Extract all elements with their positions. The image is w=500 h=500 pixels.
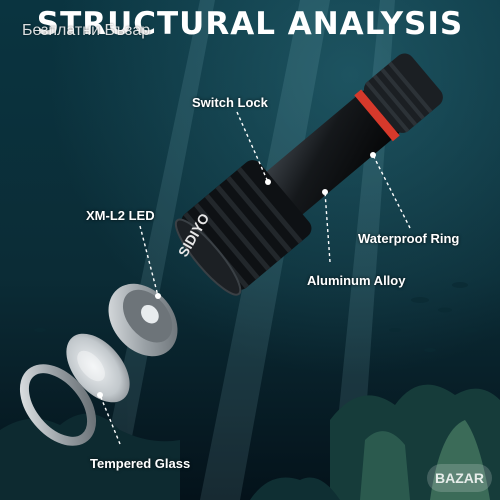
reflector-cup: [108, 283, 178, 357]
callout-xm-l2-led: [139, 225, 159, 297]
fish-school: [34, 282, 477, 352]
page-title: STRUCTURAL ANALYSIS: [36, 6, 464, 42]
flashlight-body-tube: [261, 90, 400, 219]
callout-tempered-glass: [99, 394, 121, 445]
coral-reef: [0, 384, 500, 500]
label-waterproof-ring: Waterproof Ring: [358, 231, 460, 246]
callout-switch-lock: [236, 111, 269, 183]
bazar-logo: BAZAR: [427, 464, 492, 492]
callout-lines: [99, 111, 411, 445]
label-aluminum-alloy: Aluminum Alloy: [307, 273, 406, 288]
callout-dots: [97, 152, 376, 398]
watermark-text: Безплатни Бъзар: [22, 22, 151, 39]
flashlight-bezel: [174, 218, 242, 296]
tempered-glass-lens: [66, 333, 130, 403]
retaining-ring: [19, 364, 97, 446]
callout-waterproof-ring: [372, 154, 411, 229]
label-tempered-glass: Tempered Glass: [90, 456, 191, 471]
flashlight: [174, 53, 443, 296]
waterproof-ring-band: [354, 89, 400, 142]
label-xm-l2-led: XM-L2 LED: [86, 208, 155, 223]
label-switch-lock: Switch Lock: [192, 95, 268, 110]
